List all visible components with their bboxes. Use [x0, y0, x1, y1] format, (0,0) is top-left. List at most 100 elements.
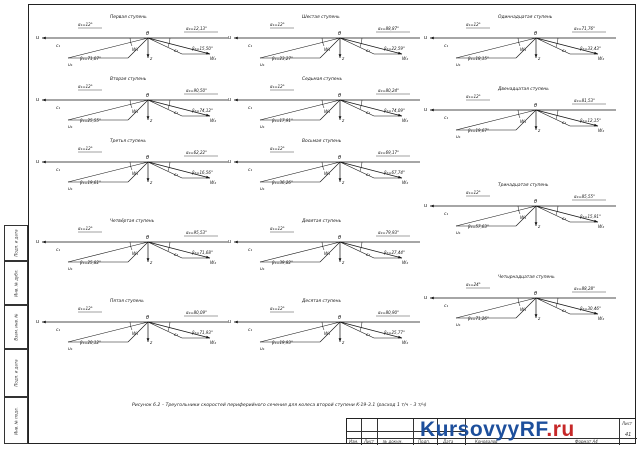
angle-arc-a2: [555, 37, 559, 48]
c2-vector: [339, 37, 375, 55]
panel-title: Четвёртая ступень: [110, 218, 155, 224]
c2-vector: [339, 99, 375, 117]
theta-label: θ: [146, 155, 149, 161]
side-label: Взам. инв. №: [13, 313, 19, 341]
u1-label: u₁: [68, 187, 73, 192]
c2-label: c₂: [174, 49, 178, 54]
c1-vector: [67, 99, 149, 121]
theta-label: θ: [338, 93, 341, 99]
c1-vector: [259, 99, 341, 121]
z-axis-head: [146, 178, 150, 182]
alpha1-label: α₁=12°: [78, 306, 93, 311]
theta-label: θ: [534, 103, 537, 109]
u1-label: u₁: [456, 135, 461, 140]
alpha2-label: α₂=95,53°: [186, 230, 207, 235]
alpha2-label: α₂=80,90°: [378, 310, 399, 315]
title-block: Изм. Лист № докум. Подп. Дата Лист 41 Ко…: [346, 418, 637, 445]
beta2-label: β₂=22,59°: [384, 46, 405, 51]
angle-arc-a1: [129, 99, 133, 109]
w1-label: W₁: [520, 119, 526, 125]
c2-vector: [535, 297, 571, 315]
w1-vector: [319, 37, 341, 59]
c1-label: c₁: [248, 168, 252, 173]
beta1-label: β₁=57,63°: [468, 224, 489, 229]
alpha2-label: α₂=85,55°: [574, 194, 595, 199]
tb-label-list: Лист: [364, 439, 375, 444]
w2-vector: [147, 321, 211, 339]
angle-arc-a1: [321, 99, 325, 109]
w2-vector: [147, 241, 211, 259]
side-label: Инв. № дубл.: [13, 269, 19, 297]
u-label: u: [228, 97, 231, 103]
z-label: z: [341, 260, 345, 265]
w1-vector: [127, 321, 149, 343]
u-vector-head: [234, 36, 238, 40]
c2-label: c₂: [366, 173, 370, 178]
theta-label: θ: [338, 31, 341, 37]
panel-title: Тринадцатая ступень: [498, 182, 549, 188]
angle-arc-a2: [359, 321, 363, 332]
u-vector-head: [430, 36, 434, 40]
c1-vector: [67, 241, 149, 263]
beta1-label: β₁=18,15°: [468, 56, 489, 61]
c2-label: c₂: [174, 333, 178, 338]
w1-vector: [515, 37, 537, 59]
u1-label: u₁: [260, 267, 265, 272]
w2-label: W₂: [402, 340, 408, 346]
beta1-label: β₁=19,61°: [80, 180, 101, 185]
alpha2-label: α₂=69,17°: [378, 150, 399, 155]
tb-designer: Коновалов: [475, 439, 498, 444]
c2-vector: [535, 205, 571, 223]
c2-label: c₂: [562, 309, 566, 314]
w1-vector: [319, 99, 341, 121]
beta2-label: β₂=16,56°: [192, 170, 213, 175]
w2-label: W₂: [598, 224, 604, 230]
z-axis-head: [534, 314, 538, 318]
c2-vector: [147, 241, 183, 259]
alpha2-label: α₂=62,22°: [186, 150, 207, 155]
side-stamp-column: Подп. и дата Инв. № дубл. Взам. инв. № П…: [4, 225, 28, 444]
angle-arc-a1: [517, 297, 521, 307]
side-label: Инв. № подл.: [13, 406, 19, 435]
w2-vector: [339, 37, 403, 55]
beta2-label: β₂=33,43°: [580, 46, 601, 51]
u-label: u: [228, 239, 231, 245]
c1-label: c₁: [248, 248, 252, 253]
u1-label: u₁: [68, 125, 73, 130]
w2-label: W₂: [598, 56, 604, 62]
angle-arc-a1: [321, 321, 325, 331]
angle-arc-a1: [129, 161, 133, 171]
c1-vector: [259, 241, 341, 263]
w1-vector: [127, 161, 149, 183]
w1-vector: [319, 161, 341, 183]
z-label: z: [537, 316, 541, 321]
beta2-label: β₂=67,74°: [384, 170, 405, 175]
z-label: z: [537, 224, 541, 229]
theta-label: θ: [338, 315, 341, 321]
alpha2-label: α₂=88,87°: [378, 26, 399, 31]
c2-vector: [535, 37, 571, 55]
z-label: z: [537, 56, 541, 61]
u-vector-head: [42, 160, 46, 164]
beta2-label: β₂=15,50°: [192, 46, 213, 51]
watermark-logo: KursovyyRF.ru: [420, 418, 575, 442]
w2-label: W₂: [402, 56, 408, 62]
u-vector-head: [234, 240, 238, 244]
z-label: z: [149, 118, 153, 123]
angle-arc-a1: [321, 161, 325, 171]
alpha1-label: α₁=12°: [270, 146, 285, 151]
w2-label: W₂: [210, 56, 216, 62]
z-axis-head: [146, 54, 150, 58]
theta-label: θ: [146, 235, 149, 241]
u-vector-head: [42, 36, 46, 40]
u-label: u: [228, 35, 231, 41]
u-vector-head: [234, 320, 238, 324]
beta2-label: β₂=15,91°: [580, 214, 601, 219]
u1-label: u₁: [68, 347, 73, 352]
u-vector-head: [42, 320, 46, 324]
angle-arc-a1: [321, 37, 325, 47]
z-label: z: [149, 340, 153, 345]
c2-label: c₂: [562, 217, 566, 222]
alpha1-label: α₁=12°: [78, 146, 93, 151]
c1-vector: [259, 37, 341, 59]
